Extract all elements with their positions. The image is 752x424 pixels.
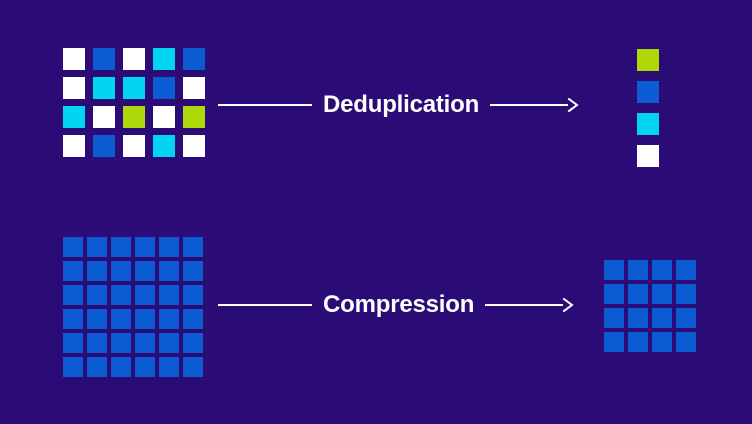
deduplication-source-grid xyxy=(63,48,205,157)
block-tile xyxy=(604,308,624,328)
block-tile xyxy=(183,77,205,99)
block-tile xyxy=(159,285,179,305)
block-tile xyxy=(183,357,203,377)
block-tile xyxy=(63,237,83,257)
arrow-line-right xyxy=(490,104,569,106)
block-tile xyxy=(93,48,115,70)
block-tile xyxy=(628,260,648,280)
block-tile xyxy=(135,333,155,353)
block-tile xyxy=(159,333,179,353)
block-tile xyxy=(183,309,203,329)
block-tile xyxy=(652,284,672,304)
deduplication-label: Deduplication xyxy=(323,91,480,118)
block-tile xyxy=(183,333,203,353)
arrow-line-right xyxy=(485,304,564,306)
block-tile xyxy=(111,285,131,305)
block-tile xyxy=(87,237,107,257)
block-tile xyxy=(93,77,115,99)
block-tile xyxy=(153,106,175,128)
deduplication-result-column xyxy=(637,49,659,167)
compression-result-grid xyxy=(604,260,696,352)
block-tile xyxy=(676,260,696,280)
block-tile xyxy=(604,332,624,352)
block-tile xyxy=(111,261,131,281)
arrow-line-left xyxy=(218,304,312,306)
block-tile xyxy=(628,308,648,328)
compression-source-grid xyxy=(63,237,203,377)
block-tile xyxy=(652,260,672,280)
block-tile xyxy=(111,237,131,257)
block-tile xyxy=(153,135,175,157)
block-tile xyxy=(123,48,145,70)
block-tile xyxy=(93,135,115,157)
block-tile xyxy=(123,135,145,157)
block-tile xyxy=(183,135,205,157)
block-tile xyxy=(135,357,155,377)
block-tile xyxy=(63,135,85,157)
block-tile xyxy=(652,308,672,328)
block-tile xyxy=(637,145,659,167)
arrow-line-left xyxy=(218,104,312,106)
block-tile xyxy=(183,48,205,70)
block-tile xyxy=(159,309,179,329)
block-tile xyxy=(123,106,145,128)
block-tile xyxy=(159,357,179,377)
block-tile xyxy=(63,261,83,281)
block-tile xyxy=(63,309,83,329)
block-tile xyxy=(87,333,107,353)
block-tile xyxy=(111,357,131,377)
block-tile xyxy=(637,49,659,71)
block-tile xyxy=(637,113,659,135)
block-tile xyxy=(183,237,203,257)
block-tile xyxy=(63,77,85,99)
block-tile xyxy=(87,285,107,305)
block-tile xyxy=(111,333,131,353)
block-tile xyxy=(183,106,205,128)
block-tile xyxy=(159,237,179,257)
block-tile xyxy=(93,106,115,128)
compression-flow: Compression xyxy=(218,290,580,320)
arrow-head-icon xyxy=(562,298,574,312)
block-tile xyxy=(63,333,83,353)
block-tile xyxy=(153,48,175,70)
arrow-head-icon xyxy=(567,98,579,112)
block-tile xyxy=(135,237,155,257)
block-tile xyxy=(135,285,155,305)
block-tile xyxy=(123,77,145,99)
block-tile xyxy=(87,357,107,377)
block-tile xyxy=(135,309,155,329)
block-tile xyxy=(676,284,696,304)
block-tile xyxy=(652,332,672,352)
block-tile xyxy=(111,309,131,329)
block-tile xyxy=(628,332,648,352)
block-tile xyxy=(628,284,648,304)
block-tile xyxy=(159,261,179,281)
block-tile xyxy=(676,308,696,328)
block-tile xyxy=(183,285,203,305)
block-tile xyxy=(135,261,155,281)
block-tile xyxy=(604,284,624,304)
block-tile xyxy=(637,81,659,103)
block-tile xyxy=(676,332,696,352)
block-tile xyxy=(63,357,83,377)
compression-label: Compression xyxy=(323,291,475,318)
block-tile xyxy=(63,285,83,305)
block-tile xyxy=(604,260,624,280)
block-tile xyxy=(87,309,107,329)
deduplication-flow: Deduplication xyxy=(218,90,580,120)
block-tile xyxy=(183,261,203,281)
block-tile xyxy=(63,106,85,128)
block-tile xyxy=(63,48,85,70)
block-tile xyxy=(87,261,107,281)
block-tile xyxy=(153,77,175,99)
